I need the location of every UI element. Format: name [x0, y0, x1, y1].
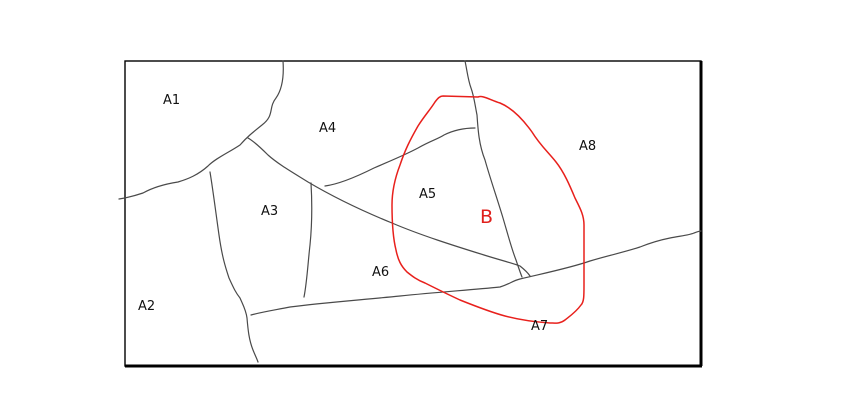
boundary-lines — [118, 60, 702, 363]
region-label-a6: A6 — [372, 265, 389, 280]
boundary-a4-a5 — [324, 127, 476, 187]
boundary-a1-a4 — [118, 60, 284, 200]
boundary-a3-a6 — [303, 182, 313, 298]
region-label-a1: A1 — [163, 93, 180, 108]
map-frame — [124, 60, 703, 368]
region-label-a4: A4 — [319, 121, 336, 136]
boundary-a6-a7-road — [250, 230, 702, 316]
region-label-a5: A5 — [419, 187, 436, 202]
boundary-a5-a8 — [464, 60, 523, 278]
region-label-a7: A7 — [531, 319, 548, 334]
zone-label-b: B — [480, 206, 493, 228]
region-label-a2: A2 — [138, 299, 155, 314]
region-labels: A1 A2 A3 A4 A5 A6 A7 A8 — [138, 93, 596, 334]
zone-b-outline — [391, 95, 585, 324]
frame-border — [124, 60, 702, 367]
boundary-a2-a3 — [209, 171, 259, 363]
region-label-a8: A8 — [579, 139, 596, 154]
region-label-a3: A3 — [261, 204, 278, 219]
